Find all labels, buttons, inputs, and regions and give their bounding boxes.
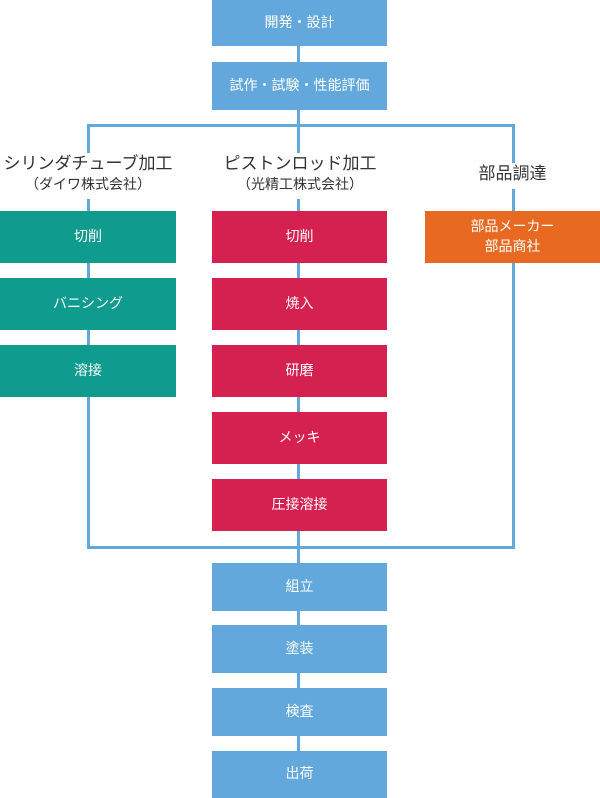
column-title: 部品調達 <box>478 164 547 184</box>
step-cylinder-cutting: 切削 <box>0 211 176 263</box>
connector-line <box>87 546 515 549</box>
column-subtitle: （ダイワ株式会社） <box>25 177 151 193</box>
column-header-piston: ピストンロッド加工 （光精工株式会社） <box>205 153 395 199</box>
step-development-design: 開発・設計 <box>212 0 387 46</box>
connector-line <box>87 124 515 127</box>
step-piston-quenching: 焼入 <box>212 278 387 330</box>
step-prototype-testing: 試作・試験・性能評価 <box>212 62 387 110</box>
column-header-parts: 部品調達 <box>450 163 575 189</box>
column-subtitle: （光精工株式会社） <box>237 177 363 193</box>
step-cylinder-burnishing: バニシング <box>0 278 176 330</box>
step-assembly: 組立 <box>212 563 387 611</box>
step-shipping: 出荷 <box>212 751 387 798</box>
step-cylinder-welding: 溶接 <box>0 345 176 397</box>
connector-line <box>87 124 90 549</box>
column-header-cylinder: シリンダチューブ加工 （ダイワ株式会社） <box>0 153 176 199</box>
step-piston-pressure-welding: 圧接溶接 <box>212 479 387 531</box>
step-inspection: 検査 <box>212 688 387 736</box>
step-piston-plating: メッキ <box>212 412 387 464</box>
step-parts-suppliers: 部品メーカー 部品商社 <box>425 211 600 263</box>
connector-line <box>512 124 515 549</box>
step-painting: 塗装 <box>212 625 387 673</box>
step-piston-cutting: 切削 <box>212 211 387 263</box>
step-piston-grinding: 研磨 <box>212 345 387 397</box>
column-title: ピストンロッド加工 <box>223 154 377 174</box>
column-title: シリンダチューブ加工 <box>3 154 173 174</box>
